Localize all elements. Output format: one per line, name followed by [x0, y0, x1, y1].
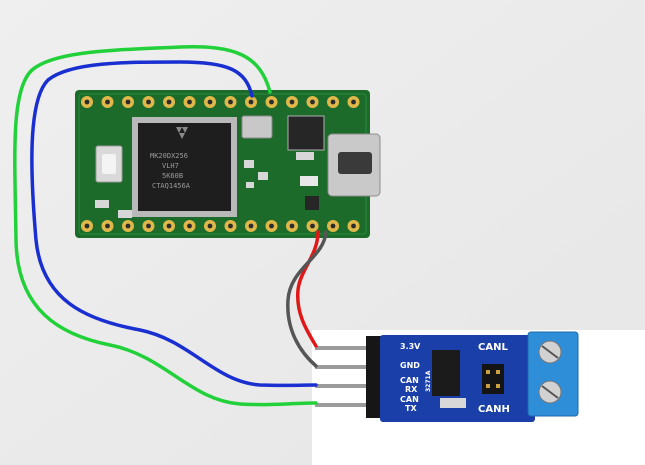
- pin-label-tx: TX: [405, 404, 417, 413]
- solder-pad-hole: [105, 99, 110, 105]
- solder-pad-hole: [166, 223, 172, 229]
- solder-pad-hole: [207, 99, 213, 105]
- mcu-body: [138, 123, 231, 211]
- solder-pad-hole: [228, 99, 233, 105]
- bus-label-canh: CANH: [478, 404, 510, 415]
- solder-pad-hole: [351, 99, 356, 105]
- wires: [13, 45, 328, 407]
- smd-component: [296, 152, 314, 160]
- transceiver-chip: [432, 350, 460, 396]
- solder-pad-hole: [187, 223, 192, 229]
- solder-pad-hole: [269, 223, 274, 229]
- mcu-line-4: CTAQ1456A: [152, 182, 191, 190]
- teensy-board: MK20DX256 VLH7 5K60B CTAQ1456A: [75, 90, 381, 238]
- pin-label-can-tx-top: CAN: [400, 395, 419, 404]
- gray-wire: [286, 230, 328, 368]
- solder-pad-hole: [269, 99, 274, 105]
- header-pin: [315, 403, 367, 407]
- jumper-pin: [496, 370, 500, 374]
- jumper-pin: [496, 384, 500, 388]
- pin-label-can-rx-top: CAN: [400, 376, 419, 385]
- solder-pad-hole: [351, 223, 356, 229]
- header-plastic: [366, 336, 382, 418]
- smd-component: [300, 176, 318, 186]
- header-pin: [315, 346, 367, 350]
- header-pins: [315, 336, 382, 418]
- jumper-pin: [486, 370, 490, 374]
- solder-pad-hole: [330, 223, 336, 229]
- mcu-line-3: 5K60B: [162, 172, 183, 180]
- crystal: [241, 115, 273, 139]
- teensy-mcu: MK20DX256 VLH7 5K60B CTAQ1456A: [132, 117, 237, 217]
- pin-label-3v3: 3.3V: [400, 342, 421, 351]
- red-wire: [295, 230, 320, 348]
- green-wire: [13, 45, 318, 407]
- chip-side-label: 3271A: [425, 370, 432, 392]
- solder-pad-hole: [228, 223, 233, 229]
- mcu-logo-icon: [176, 127, 188, 139]
- solder-pad-hole: [310, 99, 315, 105]
- solder-pad-hole: [105, 223, 110, 229]
- micro-usb-port: [338, 152, 372, 174]
- smd-component: [258, 172, 268, 180]
- smd-component: [118, 210, 132, 218]
- termination-jumper: [482, 364, 504, 394]
- pin-label-rx: RX: [405, 385, 418, 394]
- mcu-line-1: MK20DX256: [150, 152, 188, 160]
- pin-label-gnd: GND: [400, 361, 420, 370]
- solder-pad-hole: [84, 99, 90, 105]
- screw-slot: [541, 385, 559, 399]
- solder-pad-hole: [289, 99, 295, 105]
- solder-pad-hole: [125, 99, 131, 105]
- can-transceiver-board: 3.3V GND CAN RX CAN TX 3271A CANL CANH: [315, 331, 579, 422]
- solder-pad-hole: [187, 99, 192, 105]
- teensy-top-pad-row: [81, 96, 360, 108]
- bus-label-canl: CANL: [478, 342, 508, 353]
- solder-pad-hole: [310, 223, 315, 229]
- solder-pad-hole: [248, 223, 254, 229]
- solder-pad-hole: [84, 223, 90, 229]
- reset-button-cap: [102, 154, 116, 174]
- blue-wire: [30, 60, 318, 388]
- regulator-chip: [305, 196, 319, 210]
- solder-pad-hole: [146, 99, 151, 105]
- mcu-line-2: VLH7: [162, 162, 179, 170]
- solder-pad-hole: [330, 99, 336, 105]
- solder-pad-hole: [166, 99, 172, 105]
- header-pin: [315, 365, 367, 369]
- smd-component: [244, 160, 254, 168]
- smd-component: [95, 200, 109, 208]
- smd-component: [440, 398, 466, 408]
- solder-pad-hole: [146, 223, 151, 229]
- jumper-pin: [486, 384, 490, 388]
- solder-pad-hole: [207, 223, 213, 229]
- screw-slot: [541, 345, 559, 359]
- solder-pad-hole: [125, 223, 131, 229]
- teensy-bottom-pad-row: [81, 220, 360, 232]
- smd-component: [246, 182, 254, 188]
- solder-pad-hole: [289, 223, 295, 229]
- header-pin: [315, 384, 367, 388]
- solder-pad-hole: [248, 99, 254, 105]
- usb-controller-chip: [287, 115, 325, 151]
